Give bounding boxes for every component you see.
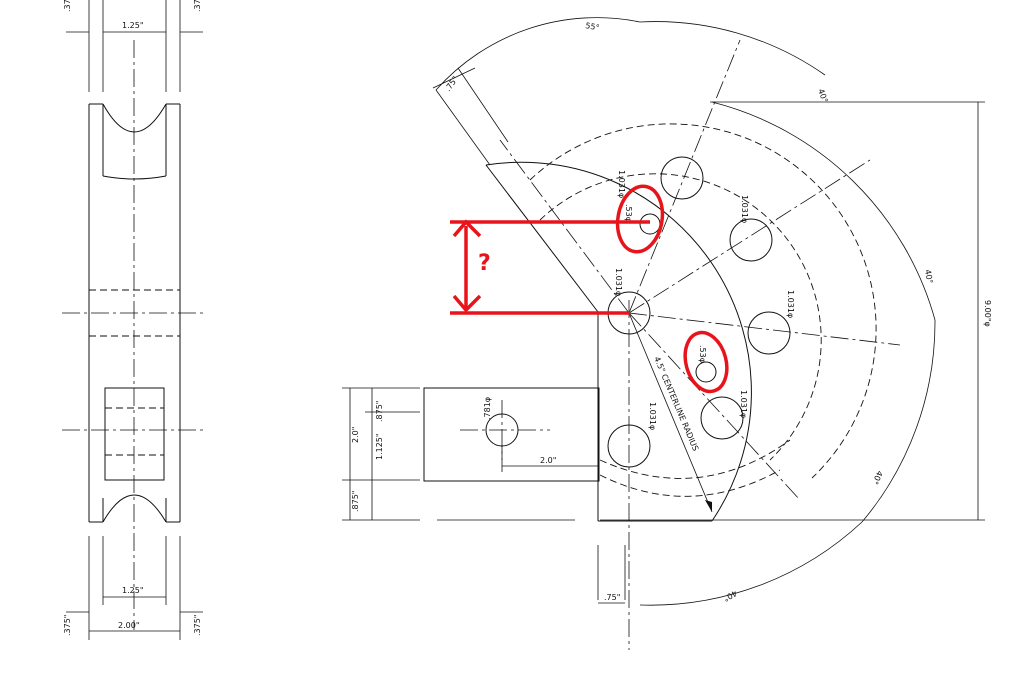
side-view: .375" 1.25" .375"	[62, 0, 206, 640]
arm-dim-1125: 1.125"	[375, 433, 384, 460]
hole-1031-b: 1.031φ	[740, 195, 749, 223]
side-dim-bottom-center: 1.25"	[122, 586, 144, 595]
angle-40-right: 40°	[923, 269, 934, 285]
angle-40-top: 40°	[816, 88, 829, 104]
hole-1031-a: 1.031φ	[617, 170, 626, 198]
question-mark: ?	[478, 251, 491, 276]
angle-40-bottom: 40°	[722, 588, 739, 603]
hole-53-bottom: .53φ	[698, 345, 707, 363]
side-dim-bottom-right: .375"	[193, 615, 202, 637]
centerline-radius-label: 4.5" CENTERLINE RADIUS	[652, 355, 700, 452]
side-dim-top-right: .375"	[193, 0, 202, 12]
hole-1031-f: 1.031φ	[648, 402, 657, 430]
angle-40-lower: 40°	[870, 469, 884, 486]
front-view: 55° 40° .75" 9.00"φ 40° 40° 40°	[342, 17, 992, 650]
hole-1031-c: 1.031φ	[786, 290, 795, 318]
side-dim-top-left: .375"	[63, 0, 72, 12]
dim-075-bottom: .75"	[604, 593, 620, 602]
arm-dim-2-0: 2.0"	[351, 427, 360, 443]
side-dim-bottom-total: 2.00"	[118, 621, 140, 630]
side-dim-bottom-left: .375"	[63, 615, 72, 637]
arm-dim-875-bottom: .875"	[351, 491, 360, 513]
hole-781: .781φ	[483, 397, 492, 420]
dim-075-top: .75"	[443, 75, 460, 94]
hole-53-top: .53φ	[624, 204, 633, 222]
angle-55: 55°	[585, 21, 601, 32]
side-dim-top-center: 1.25"	[122, 21, 144, 30]
arm-dim-875-top: .875"	[375, 401, 384, 423]
arm-dim-2-0-h: 2.0"	[540, 456, 556, 465]
red-annotation: ?	[450, 184, 729, 394]
hole-1031-e: 1.031φ	[614, 268, 623, 296]
dim-900: 9.00"φ	[983, 300, 992, 327]
hole-1031-d: 1.031φ	[739, 390, 748, 418]
